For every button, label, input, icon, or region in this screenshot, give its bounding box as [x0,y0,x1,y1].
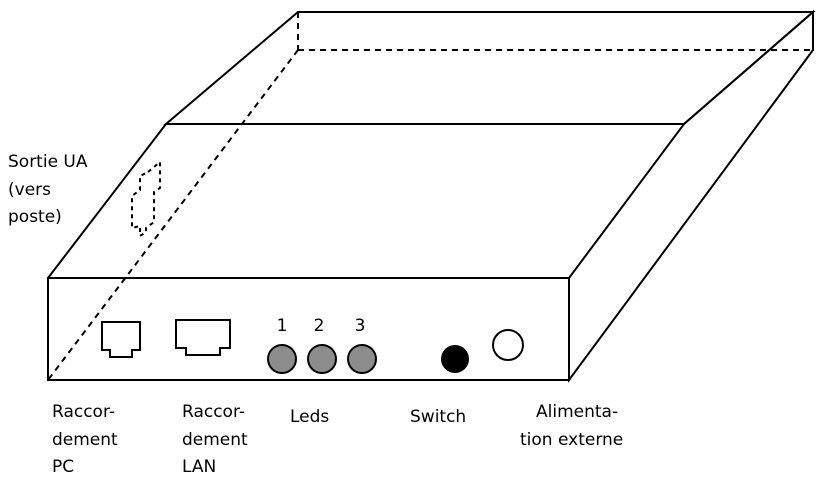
box-left-top-edge [47,123,167,279]
led-number-3: 3 [355,316,366,336]
led-1 [267,344,297,374]
lan-connection-label: Raccor- dement LAN [182,402,253,477]
led-number-2: 2 [314,316,325,336]
lan-port-icon [175,319,231,356]
box-top-face [163,11,816,125]
hidden-edge-left-bottom [47,49,299,381]
side-output-label: Sortie UA (vers poste) [8,152,93,227]
led-3 [347,344,377,374]
side-output-port [131,159,161,238]
box-right-face [568,9,814,384]
led-number-1: 1 [277,316,288,336]
pc-port-icon [101,321,141,358]
box-front-face [47,277,570,381]
power-jack [492,329,524,361]
switch-label: Switch [410,407,466,427]
power-label: Alimenta- tion externe [520,402,624,450]
pc-connection-label: Raccor- dement PC [52,402,123,477]
led-2 [307,344,337,374]
leds-label: Leds [290,407,329,427]
switch-button [441,345,469,373]
